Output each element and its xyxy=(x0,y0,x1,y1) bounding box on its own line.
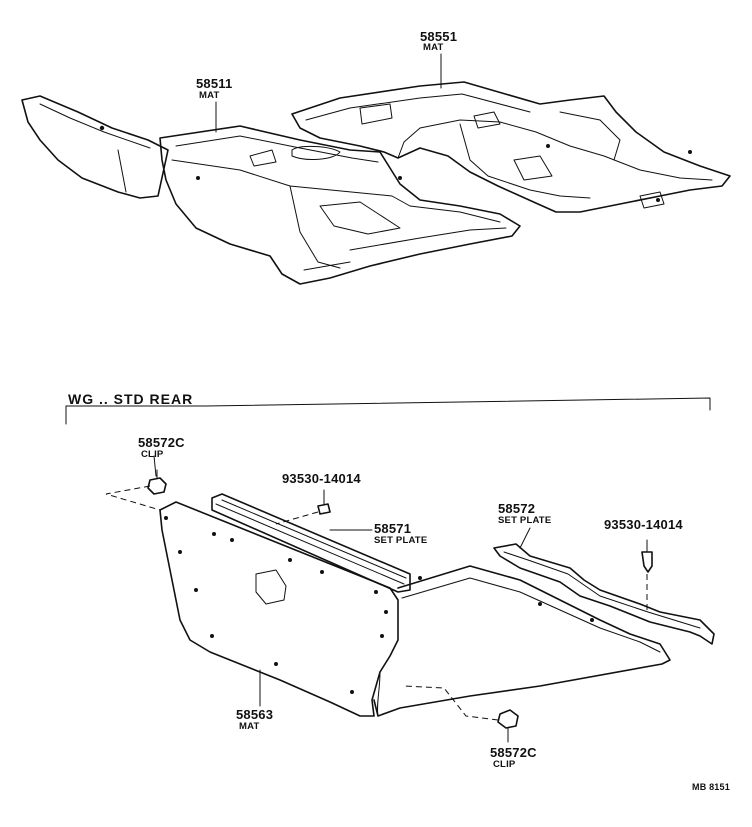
part-number-58571: 58571 xyxy=(374,521,412,536)
part-number-58551: 58551 xyxy=(420,29,458,44)
clip-top-drawing xyxy=(147,469,167,495)
part-number-clip-top: 58572C xyxy=(138,435,185,450)
front-carpet-mat-drawing xyxy=(21,95,521,285)
part-name-mat-58563: MAT xyxy=(239,721,260,732)
part-number-clip-bottom: 58572C xyxy=(490,745,537,760)
part-name-set-plate-58572: SET PLATE xyxy=(498,515,552,526)
part-number-screw-a: 93530-14014 xyxy=(282,471,361,486)
set-plate-58571-drawing xyxy=(211,493,411,593)
screw-a-drawing xyxy=(317,489,331,515)
set-plate-58572-drawing xyxy=(493,543,715,645)
part-name-clip-bottom: CLIP xyxy=(493,759,516,770)
rear-carpet-mat-drawing xyxy=(291,81,731,213)
screw-b-drawing xyxy=(641,539,653,573)
part-number-58511: 58511 xyxy=(196,76,233,91)
part-name-clip-top: CLIP xyxy=(141,449,164,460)
part-number-58572: 58572 xyxy=(498,501,536,516)
clip-bottom-drawing xyxy=(497,709,519,743)
section-label: WG .. STD REAR xyxy=(68,391,194,407)
part-name-set-plate-58571: SET PLATE xyxy=(374,535,428,546)
wagon-mat-drawing xyxy=(159,501,671,717)
part-number-screw-b: 93530-14014 xyxy=(604,517,683,532)
part-name-mat-58551: MAT xyxy=(423,42,444,53)
part-name-mat-58511: MAT xyxy=(199,90,220,101)
part-number-58563: 58563 xyxy=(236,707,274,722)
reference-code: MB 8151 xyxy=(692,782,730,792)
